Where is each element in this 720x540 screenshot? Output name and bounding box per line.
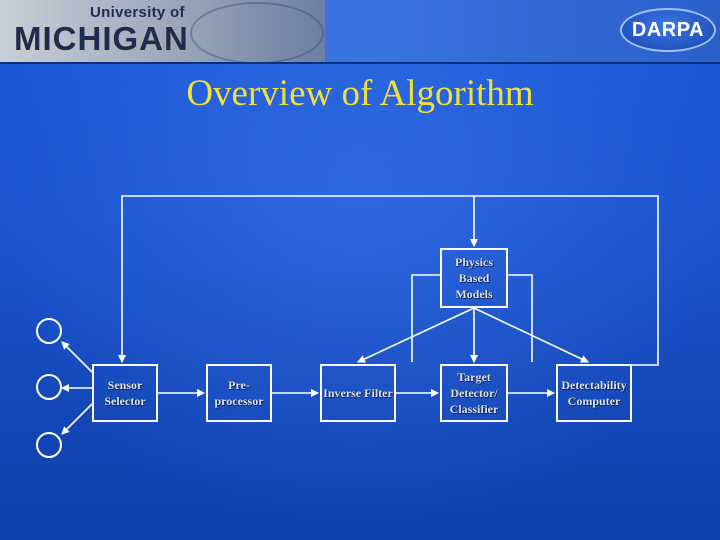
preprocessor-box: Pre-processor <box>206 364 272 422</box>
university-of-michigan-logo: University of MICHIGAN <box>0 0 325 64</box>
darpa-logo: DARPA <box>620 8 716 52</box>
sensor-2-node <box>36 374 62 400</box>
target-detector-box: Target Detector/ Classifier <box>440 364 508 422</box>
target-detector-label: Target Detector/ Classifier <box>449 370 499 416</box>
physics-to-detectability-arrow <box>473 307 589 363</box>
logo-small-text: University of <box>90 4 185 21</box>
selector-to-sensor-3-arrow <box>61 403 93 435</box>
physics-right-loop <box>508 274 533 362</box>
preprocessor-label: Pre-processor <box>214 378 264 408</box>
detectability-computer-box: Detectability Computer <box>556 364 632 422</box>
physics-based-models-label: Physics Based Models <box>454 255 493 301</box>
header-divider <box>0 62 720 64</box>
feedback-loop-line <box>118 195 659 366</box>
sensor-selector-label: Sensor Selector <box>104 378 146 408</box>
darpa-logo-text: DARPA <box>631 19 705 41</box>
detectability-computer-label: Detectability Computer <box>561 378 627 408</box>
physics-based-models-box: Physics Based Models <box>440 248 508 308</box>
inverse-filter-box: Inverse Filter <box>320 364 396 422</box>
physics-left-loop <box>411 274 440 362</box>
physics-to-inverse-filter-arrow <box>357 307 475 363</box>
sensor-selector-box: Sensor Selector <box>92 364 158 422</box>
logo-big-text: MICHIGAN <box>14 20 189 57</box>
selector-to-sensor-1-arrow <box>61 341 93 373</box>
sensor-3-node <box>36 432 62 458</box>
university-seal-watermark <box>190 2 324 64</box>
inverse-filter-label: Inverse Filter <box>323 386 393 400</box>
slide-title: Overview of Algorithm <box>186 73 534 114</box>
sensor-1-node <box>36 318 62 344</box>
